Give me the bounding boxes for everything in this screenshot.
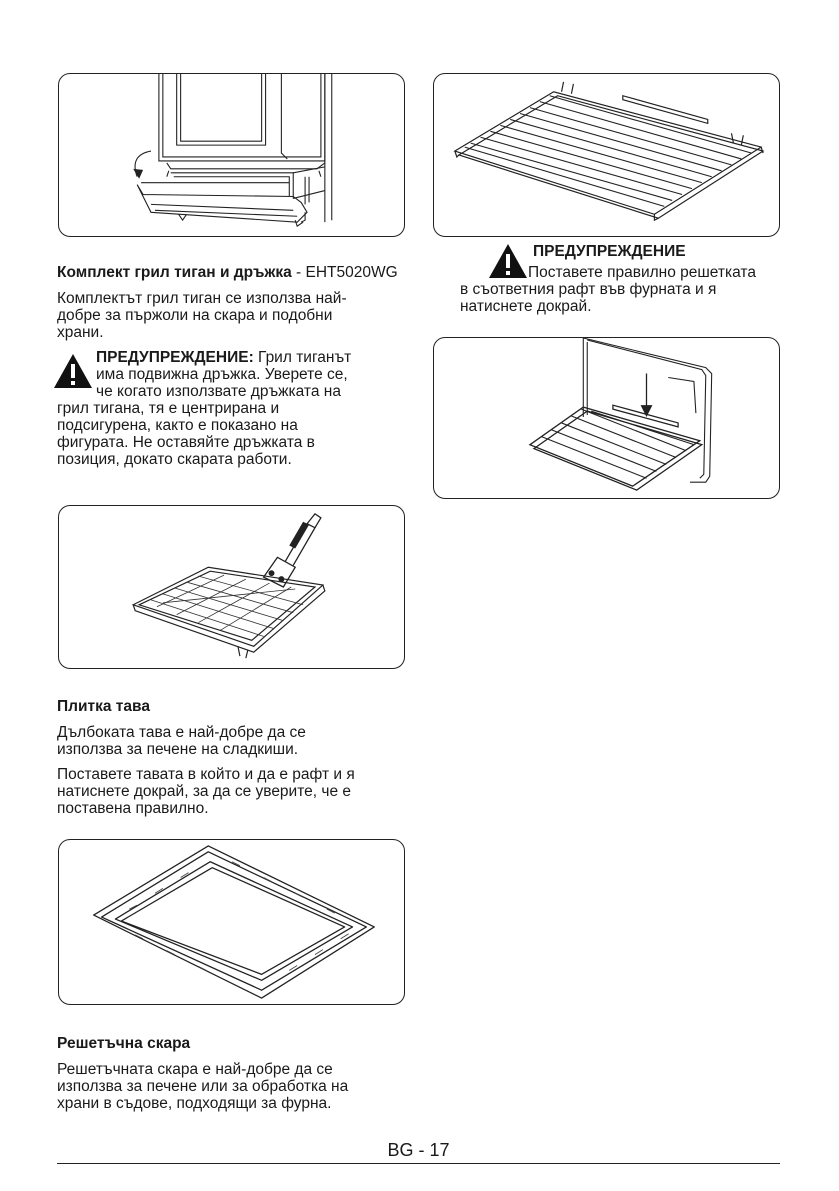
- grill-warning-line-3: грил тигана, тя е центрирана и: [57, 400, 280, 417]
- grill-pan-illustration: [131, 513, 326, 659]
- rack-insertion-figure: [433, 337, 780, 499]
- grill-warning-line-5: фигурата. Не оставяйте дръжката в: [57, 434, 315, 451]
- warning-triangle-icon: [54, 354, 92, 388]
- grill-warning-line-6: позиция, докато скарата работи.: [57, 451, 292, 468]
- oven-drawer-figure: [58, 73, 405, 237]
- shallow-tray-p2-line-2: натиснете докрай, за да се уверите, че е: [57, 783, 351, 800]
- right-warning-line-3: натиснете докрай.: [460, 298, 592, 315]
- footer-rule: [57, 1163, 780, 1165]
- page-number-container: BG - 17: [0, 1140, 839, 1169]
- right-warning-line-1: Поставете правилно решетката: [528, 264, 756, 281]
- grill-kit-model: - EHT5020WG: [291, 264, 398, 281]
- grill-warning-text-start: Грил тиганът: [253, 349, 352, 366]
- wire-rack-body-2: използва за печене или за обработка на: [57, 1078, 349, 1095]
- shallow-tray-figure: [58, 839, 405, 1005]
- grill-kit-title: Комплект грил тиган и дръжка: [57, 264, 292, 281]
- shallow-tray-p1-line-1: Дълбоката тава е най-добре да се: [57, 724, 306, 741]
- rack-insertion-illustration: [528, 338, 713, 491]
- shallow-tray-p1-line-2: използва за печене на сладкиши.: [57, 741, 299, 758]
- grill-kit-body-1: Комплектът грил тиган се използва най-: [57, 290, 347, 307]
- grill-warning-line-4: подсигурена, както е показано на: [57, 417, 298, 434]
- shallow-tray-illustration: [93, 845, 375, 999]
- wire-rack-body-1: Решетъчната скара е най-добре да се: [57, 1061, 333, 1078]
- grill-warning-first-line: ПРЕДУПРЕЖДЕНИЕ: Грил тиганът: [96, 349, 351, 366]
- shallow-tray-p2-line-3: поставена правилно.: [57, 800, 209, 817]
- wire-rack-body-3: храни в съдове, подходящи за фурна.: [57, 1095, 332, 1112]
- wire-rack-illustration: [453, 81, 765, 222]
- grill-kit-heading: Комплект грил тиган и дръжка - EHT5020WG: [57, 264, 398, 281]
- right-warning-label: ПРЕДУПРЕЖДЕНИЕ: [533, 243, 686, 260]
- grill-warning-label: ПРЕДУПРЕЖДЕНИЕ:: [96, 349, 254, 366]
- grill-warning-line-2: че когато използвате дръжката на: [96, 383, 341, 400]
- wire-rack-figure: [433, 73, 780, 237]
- wire-rack-title: Решетъчна скара: [57, 1035, 191, 1052]
- right-warning-line-2: в съответния рафт във фурната и я: [460, 281, 717, 298]
- grill-kit-body-2: добре за пържоли на скара и подобни: [57, 307, 333, 324]
- page-number: BG - 17: [387, 1140, 450, 1160]
- shallow-tray-title: Плитка тава: [57, 698, 150, 715]
- shallow-tray-p2-line-1: Поставете тавата в който и да е рафт и я: [57, 766, 355, 783]
- warning-triangle-icon: [489, 244, 527, 278]
- grill-pan-figure: [58, 505, 405, 669]
- grill-warning-line-1: има подвижна дръжка. Уверете се,: [96, 366, 348, 383]
- grill-kit-body-3: храни.: [57, 324, 104, 341]
- oven-drawer-illustration: [133, 74, 333, 227]
